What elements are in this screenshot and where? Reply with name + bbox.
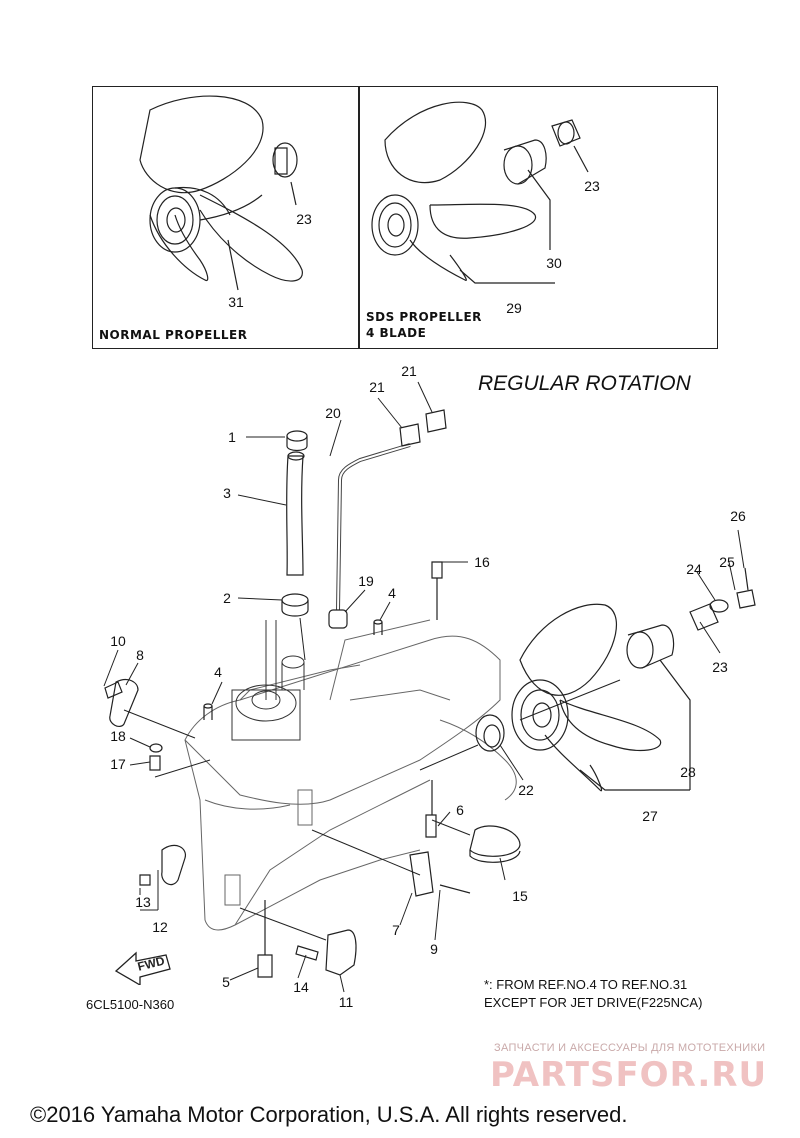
callout-26: 26 [730, 508, 746, 524]
callout-21a: 21 [369, 379, 385, 395]
footnote: *: FROM REF.NO.4 TO REF.NO.31 EXCEPT FOR… [484, 977, 703, 1010]
callout-3: 3 [223, 485, 231, 501]
callout-23c: 23 [712, 659, 728, 675]
callout-13: 13 [135, 894, 151, 910]
callout-11: 11 [338, 994, 354, 1010]
sds-propeller-drawing [372, 102, 588, 283]
sds-propeller-inset [358, 86, 718, 349]
callout-14: 14 [293, 979, 309, 995]
callout-23a: 23 [296, 211, 312, 227]
diagram-title: REGULAR ROTATION [478, 372, 691, 395]
forward-arrow-icon: FWD [114, 945, 172, 985]
callout-4a: 4 [388, 585, 396, 601]
normal-propeller-drawing [140, 96, 302, 290]
callout-7: 7 [392, 922, 400, 938]
callout-25: 25 [719, 554, 735, 570]
callout-24: 24 [686, 561, 702, 577]
normal-propeller-inset [92, 86, 360, 349]
small-parts-drawing [105, 410, 520, 977]
callout-2: 2 [223, 590, 231, 606]
callout-22: 22 [518, 782, 534, 798]
callout-23b: 23 [584, 178, 600, 194]
callout-19: 19 [358, 573, 374, 589]
fwd-label: FWD [136, 954, 166, 974]
callout-29: 29 [506, 300, 522, 316]
callout-15: 15 [512, 888, 528, 904]
callout-30: 30 [546, 255, 562, 271]
callout-20: 20 [325, 405, 341, 421]
callout-17: 17 [110, 756, 126, 772]
lower-casing-drawing [185, 620, 516, 930]
callout-5: 5 [222, 974, 230, 990]
main-propeller-drawing [512, 568, 755, 791]
sds-propeller-label: SDS PROPELLER 4 BLADE [366, 310, 482, 340]
callout-12: 12 [152, 919, 168, 935]
part-code: 6CL5100-N360 [86, 997, 175, 1012]
watermark-logo: PARTSFOR.RU [490, 1055, 768, 1095]
callout-10: 10 [110, 633, 126, 649]
callout-21b: 21 [401, 363, 417, 379]
normal-propeller-label: NORMAL PROPELLER [99, 328, 248, 342]
callout-31: 31 [228, 294, 244, 310]
callout-18: 18 [110, 728, 126, 744]
watermark-tagline: ЗАПЧАСТИ И АКСЕССУАРЫ ДЛЯ МОТОТЕХНИКИ [494, 1042, 766, 1054]
callout-28: 28 [680, 764, 696, 780]
callout-8: 8 [136, 647, 144, 663]
callout-9: 9 [430, 941, 438, 957]
callout-1: 1 [228, 429, 236, 445]
callout-16: 16 [474, 554, 490, 570]
callout-4b: 4 [214, 664, 222, 680]
callout-27: 27 [642, 808, 658, 824]
copyright-notice: ©2016 Yamaha Motor Corporation, U.S.A. A… [30, 1102, 628, 1127]
leader-lines [104, 382, 744, 992]
callout-6: 6 [456, 802, 464, 818]
